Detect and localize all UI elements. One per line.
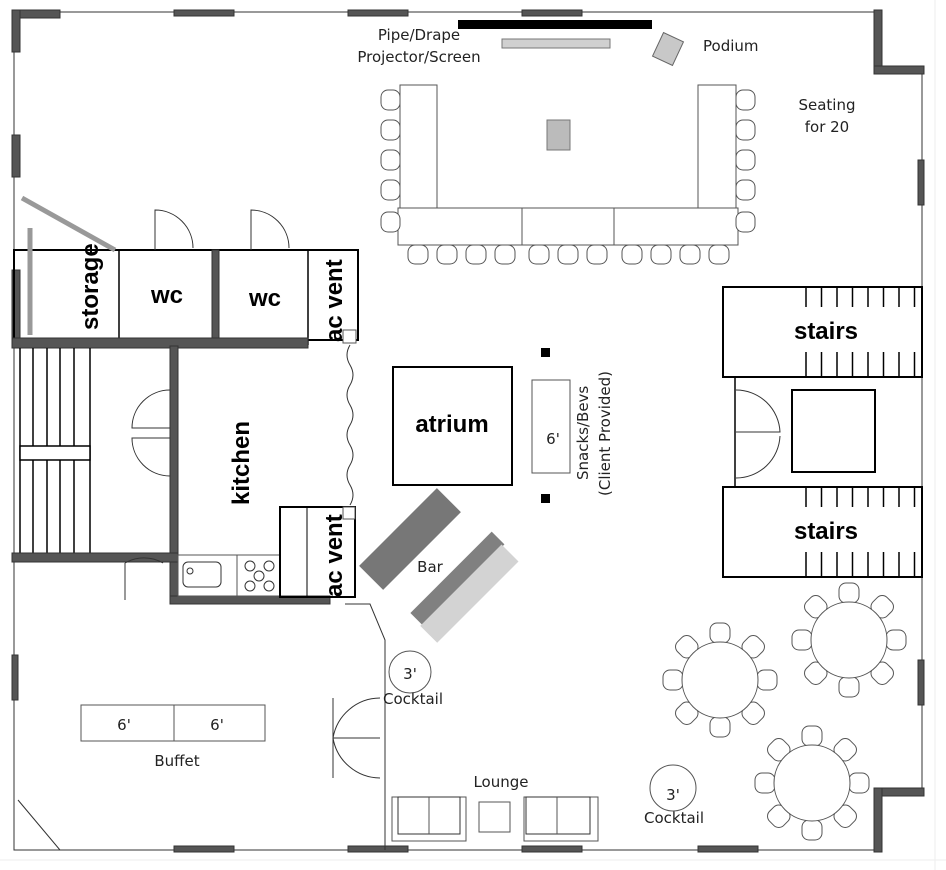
buffet-table-2-size: 6' bbox=[210, 716, 224, 734]
chair bbox=[650, 244, 672, 265]
left-stairs[interactable] bbox=[19, 348, 91, 555]
storage-label: storage bbox=[77, 243, 104, 330]
chair bbox=[754, 772, 776, 794]
chair bbox=[735, 211, 756, 233]
chair bbox=[380, 179, 401, 201]
u-shape-table bbox=[397, 84, 739, 246]
outer-walls bbox=[11, 9, 925, 853]
right-stairs-bottom[interactable] bbox=[722, 486, 923, 578]
snacks-table-size: 6' bbox=[546, 430, 560, 448]
chair bbox=[735, 149, 756, 171]
chair bbox=[791, 629, 813, 651]
chair bbox=[380, 89, 401, 111]
cocktail-2-size: 3' bbox=[666, 786, 680, 804]
lounge-label: Lounge bbox=[473, 773, 528, 791]
restroom-block bbox=[11, 195, 359, 349]
cocktail-1-label: Cocktail bbox=[383, 690, 443, 708]
right-stairs-top[interactable] bbox=[722, 286, 923, 378]
elevator bbox=[791, 389, 876, 473]
snacks-table bbox=[531, 379, 571, 474]
side-door[interactable] bbox=[124, 557, 164, 600]
chair bbox=[735, 179, 756, 201]
chair bbox=[407, 244, 429, 265]
projector-screen-label: Projector/Screen bbox=[357, 48, 480, 66]
curtain bbox=[346, 344, 354, 506]
wc1-door[interactable] bbox=[154, 209, 194, 250]
chair bbox=[380, 119, 401, 141]
chair bbox=[885, 629, 907, 651]
wc2-door[interactable] bbox=[250, 209, 290, 250]
chair bbox=[436, 244, 458, 265]
cocktail-2-label: Cocktail bbox=[644, 809, 704, 827]
column-marker bbox=[541, 348, 550, 357]
atrium bbox=[392, 366, 513, 486]
ac-vent-bottom-label: ac vent bbox=[321, 514, 348, 597]
column-marker bbox=[541, 494, 550, 503]
snacks-label-2: (Client Provided) bbox=[596, 371, 614, 496]
chair bbox=[621, 244, 643, 265]
buffet-table-1-size: 6' bbox=[117, 716, 131, 734]
buffet-table-2 bbox=[173, 704, 266, 742]
stove bbox=[236, 554, 281, 597]
chair bbox=[586, 244, 608, 265]
chair bbox=[709, 622, 731, 644]
corridor-wall bbox=[17, 603, 386, 851]
atrium-label: atrium bbox=[415, 411, 488, 438]
chair bbox=[756, 669, 778, 691]
stairs-bottom-label: stairs bbox=[794, 518, 858, 545]
chair bbox=[528, 244, 550, 265]
table-centerpiece bbox=[546, 119, 571, 151]
chair bbox=[380, 211, 401, 233]
chair bbox=[708, 244, 730, 265]
chair bbox=[465, 244, 487, 265]
chair bbox=[801, 819, 823, 841]
lounge-double-door[interactable] bbox=[332, 697, 381, 779]
bar bbox=[359, 488, 519, 643]
chair bbox=[838, 676, 860, 698]
chair bbox=[380, 149, 401, 171]
bar-label: Bar bbox=[417, 558, 443, 576]
kitchen-label: kitchen bbox=[228, 421, 255, 505]
kitchen-door-upper[interactable] bbox=[131, 389, 171, 429]
round-table bbox=[791, 582, 907, 698]
seating-label-1: Seating bbox=[798, 96, 855, 114]
lounge-furniture bbox=[391, 796, 599, 842]
kitchen-door-lower[interactable] bbox=[131, 437, 171, 477]
cocktail-table-2 bbox=[649, 764, 697, 812]
podium bbox=[651, 31, 685, 67]
pipe-drape bbox=[458, 20, 652, 29]
chair bbox=[838, 582, 860, 604]
chair bbox=[662, 669, 684, 691]
snacks-label-1: Snacks/Bevs bbox=[574, 386, 592, 480]
chair bbox=[735, 119, 756, 141]
chair bbox=[494, 244, 516, 265]
kitchen bbox=[11, 344, 356, 605]
pipe-drape-label: Pipe/Drape bbox=[378, 26, 460, 44]
ac-vent-top-label: ac vent bbox=[321, 259, 348, 342]
chair bbox=[735, 89, 756, 111]
stairs-top-label: stairs bbox=[794, 318, 858, 345]
cocktail-table-1 bbox=[388, 650, 432, 694]
cocktail-1-size: 3' bbox=[403, 665, 417, 683]
chair bbox=[557, 244, 579, 265]
round-table bbox=[662, 622, 778, 738]
buffet-label: Buffet bbox=[154, 752, 199, 770]
podium-label: Podium bbox=[703, 37, 759, 55]
wc2-label: wc bbox=[248, 285, 281, 312]
round-tables bbox=[662, 582, 907, 841]
seating-label-2: for 20 bbox=[805, 118, 849, 136]
u-table-chairs bbox=[380, 89, 756, 265]
storage-door[interactable] bbox=[20, 195, 117, 253]
projector-screen bbox=[501, 38, 611, 49]
wc1-label: wc bbox=[150, 282, 183, 309]
round-table bbox=[754, 725, 870, 841]
chair bbox=[848, 772, 870, 794]
chair bbox=[709, 716, 731, 738]
corner-fixture bbox=[17, 799, 62, 851]
elevator-door[interactable] bbox=[735, 389, 781, 479]
sink bbox=[177, 554, 238, 597]
chair bbox=[679, 244, 701, 265]
chair bbox=[801, 725, 823, 747]
